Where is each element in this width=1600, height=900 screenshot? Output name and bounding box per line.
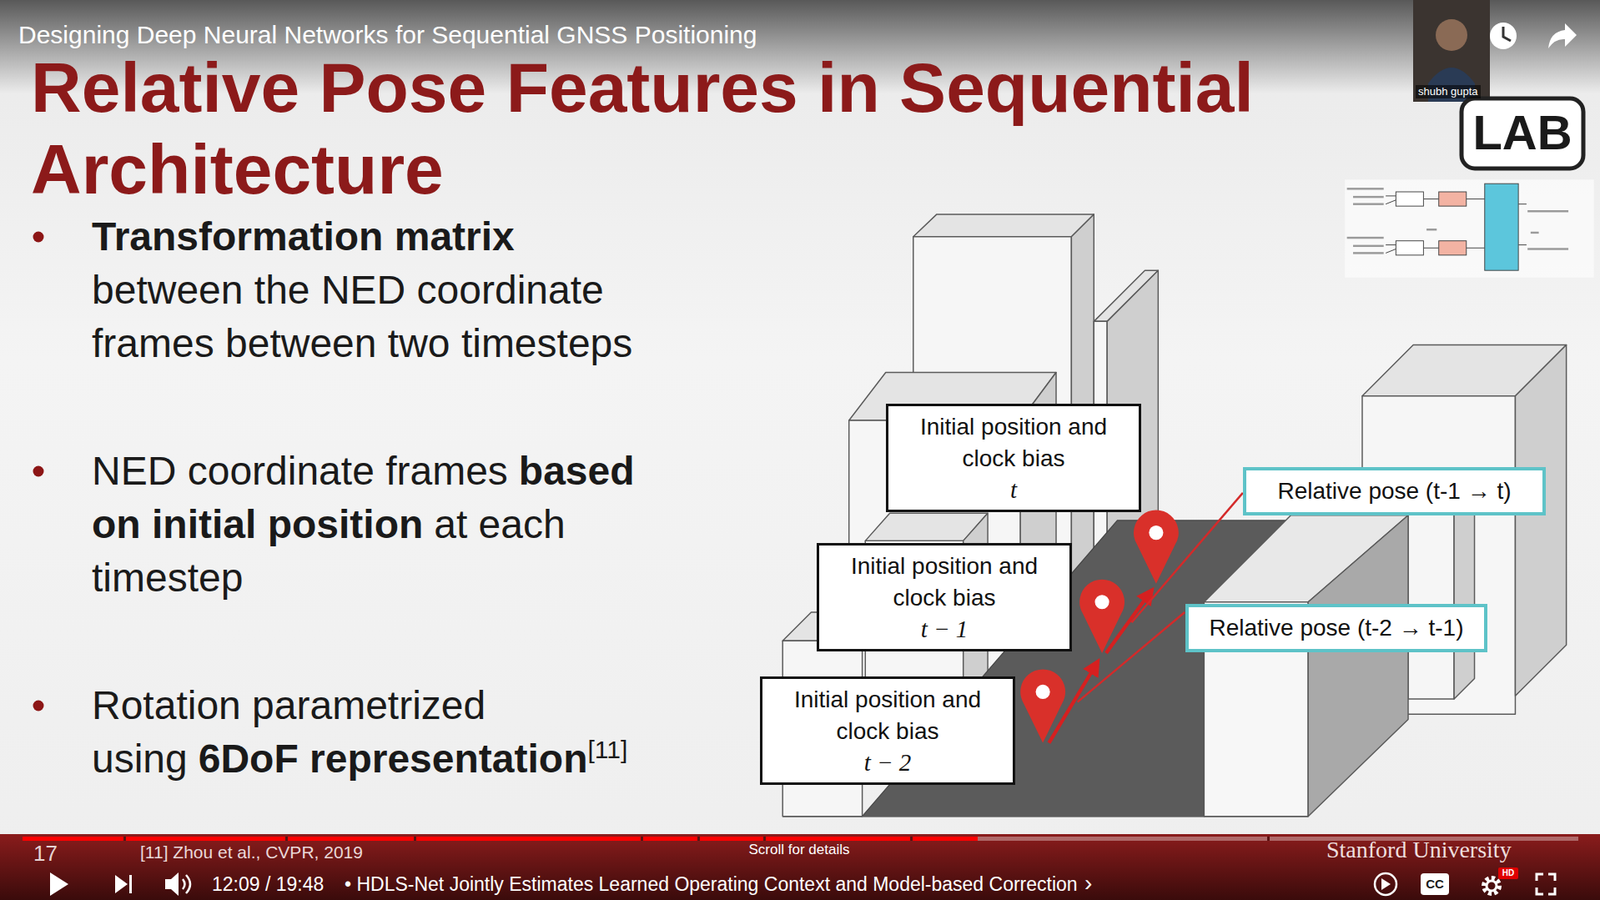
bullet-emphasis: 6DoF representation [198, 736, 589, 781]
captions-button-text: CC [1420, 875, 1450, 894]
box-text: Initial position and clock bias [837, 550, 1052, 614]
citation-mark: [11] [587, 735, 628, 764]
bullet-text: between the NED coordinate frames betwee… [91, 267, 633, 366]
state-box: Initial position and clock biast − 2 [759, 676, 1016, 785]
university-name: Stanford University [1326, 836, 1512, 864]
time-display: 12:09 / 19:48 [211, 872, 324, 896]
bullet-item: Transformation matrixbetween the NED coo… [91, 210, 693, 371]
lab-logo: LAB [1461, 103, 1584, 162]
bullet-item: Rotation parametrized using6DoF represen… [91, 679, 693, 786]
timestep-label: t − 2 [780, 747, 995, 778]
slide-title: Relative Pose Features in Sequential Arc… [30, 46, 1333, 211]
relative-pose-box: Relative pose (t-2 → t-1) [1185, 603, 1488, 653]
box-text: Relative pose (t-1 → t) [1257, 475, 1531, 508]
state-box: Initial position and clock biast − 1 [816, 543, 1072, 652]
relative-pose-box: Relative pose (t-1 → t) [1242, 467, 1546, 516]
state-box: Initial position and clock biast [885, 403, 1142, 513]
box-text: Relative pose (t-2 → t-1) [1200, 612, 1473, 645]
timestep-label: t [906, 474, 1121, 505]
chapter-chevron: › [1084, 870, 1092, 896]
timestep-label: t − 1 [837, 613, 1052, 645]
slide-number: 17 [33, 840, 58, 866]
footnote: [11] Zhou et al., CVPR, 2019 [140, 842, 363, 863]
thumbnail-diagram [1344, 179, 1594, 277]
box-text: Initial position and clock bias [780, 684, 995, 748]
hd-badge-text: HD [1498, 867, 1519, 880]
chapter-title: • HDLS-Net Jointly Estimates Learned Ope… [344, 872, 1078, 896]
bullet-text: NED coordinate frames [91, 448, 509, 494]
bullet-item: NED coordinate framesbased on initial po… [91, 444, 693, 605]
scroll-hint: Scroll for details [715, 841, 883, 859]
video-title: Designing Deep Neural Networks for Seque… [18, 20, 757, 51]
bullet-heading: Transformation matrix [91, 210, 693, 264]
box-text: Initial position and clock bias [906, 411, 1121, 475]
speaker-name: shubh gupta [1415, 85, 1481, 99]
